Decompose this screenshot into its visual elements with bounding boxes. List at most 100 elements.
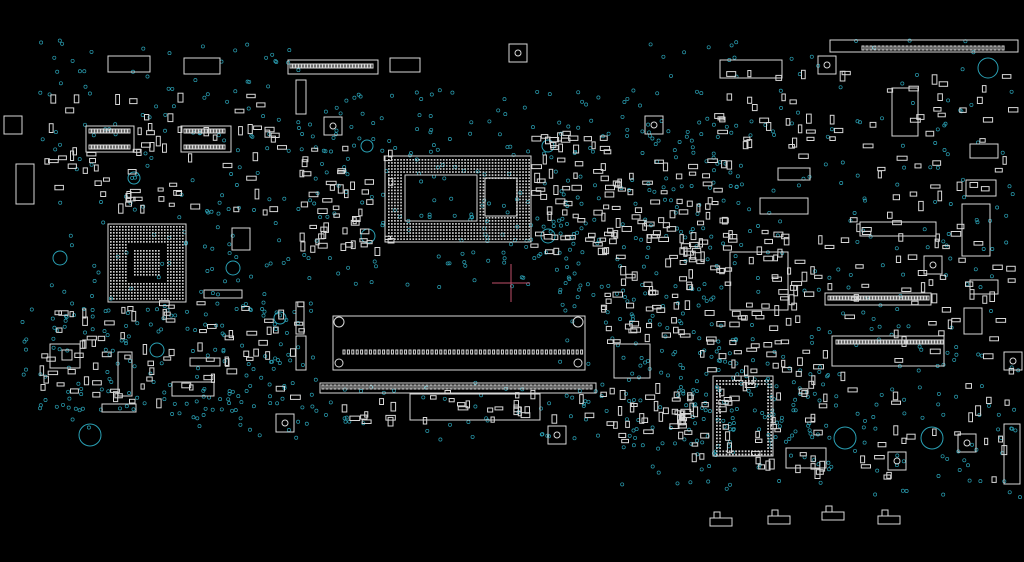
passive-component[interactable] xyxy=(886,88,894,93)
passive-component[interactable] xyxy=(932,160,942,166)
passive-component[interactable] xyxy=(928,321,937,326)
passive-component[interactable] xyxy=(799,452,807,457)
passive-component[interactable] xyxy=(892,391,899,401)
ic-vertical[interactable] xyxy=(891,87,919,137)
passive-component[interactable] xyxy=(642,180,653,185)
passive-component[interactable] xyxy=(920,282,926,293)
passive-component[interactable] xyxy=(97,335,106,342)
passive-component[interactable] xyxy=(629,172,634,180)
passive-component[interactable] xyxy=(70,388,79,394)
passive-component[interactable] xyxy=(883,474,892,480)
passive-component[interactable] xyxy=(317,242,328,249)
passive-component[interactable] xyxy=(530,389,536,400)
passive-component[interactable] xyxy=(761,229,769,235)
passive-component[interactable] xyxy=(360,242,368,248)
passive-component[interactable] xyxy=(129,188,141,194)
passive-component[interactable] xyxy=(719,217,729,224)
passive-component[interactable] xyxy=(69,311,74,318)
passive-component[interactable] xyxy=(104,320,115,326)
passive-component[interactable] xyxy=(893,329,899,339)
passive-component[interactable] xyxy=(748,375,754,385)
passive-component[interactable] xyxy=(212,134,218,141)
passive-component[interactable] xyxy=(573,172,578,179)
passive-component[interactable] xyxy=(726,442,733,454)
passive-component[interactable] xyxy=(531,190,542,196)
passive-component[interactable] xyxy=(795,315,801,323)
passive-component[interactable] xyxy=(746,347,758,352)
passive-component[interactable] xyxy=(1006,265,1016,272)
passive-component[interactable] xyxy=(270,135,276,143)
passive-component[interactable] xyxy=(619,390,626,400)
crystal-can[interactable] xyxy=(759,197,809,215)
passive-component[interactable] xyxy=(688,163,699,170)
passive-component[interactable] xyxy=(56,382,65,387)
passive-component[interactable] xyxy=(646,322,653,329)
passive-component[interactable] xyxy=(928,279,934,286)
passive-component[interactable] xyxy=(818,235,823,245)
passive-component[interactable] xyxy=(806,113,812,124)
small-connector[interactable] xyxy=(969,143,999,159)
passive-component[interactable] xyxy=(675,173,683,180)
passive-component[interactable] xyxy=(86,335,97,341)
passive-component[interactable] xyxy=(726,71,737,77)
passive-component[interactable] xyxy=(621,438,630,444)
passive-component[interactable] xyxy=(1007,278,1016,283)
passive-component[interactable] xyxy=(806,136,815,142)
passive-component[interactable] xyxy=(691,442,699,447)
passive-component[interactable] xyxy=(829,136,836,142)
passive-component[interactable] xyxy=(515,392,520,399)
passive-component[interactable] xyxy=(770,423,777,430)
passive-component[interactable] xyxy=(956,181,963,192)
passive-component[interactable] xyxy=(359,228,370,235)
passive-component[interactable] xyxy=(933,107,942,112)
passive-component[interactable] xyxy=(197,342,203,352)
resistor-array[interactable] xyxy=(189,357,221,367)
passive-component[interactable] xyxy=(162,308,167,320)
passive-component[interactable] xyxy=(771,416,776,424)
passive-component[interactable] xyxy=(358,208,363,217)
passive-component[interactable] xyxy=(301,159,308,168)
passive-component[interactable] xyxy=(810,266,815,275)
passive-component[interactable] xyxy=(572,213,579,219)
passive-component[interactable] xyxy=(607,227,614,234)
passive-component[interactable] xyxy=(781,367,793,373)
passive-component[interactable] xyxy=(175,191,183,196)
passive-component[interactable] xyxy=(169,182,178,187)
ic-small[interactable] xyxy=(231,227,251,251)
passive-component[interactable] xyxy=(691,247,702,254)
passive-component[interactable] xyxy=(748,256,754,265)
passive-component[interactable] xyxy=(118,203,124,214)
passive-component[interactable] xyxy=(190,203,201,210)
test-point-square[interactable] xyxy=(644,115,664,135)
passive-component[interactable] xyxy=(746,302,753,308)
passive-component[interactable] xyxy=(686,200,693,207)
passive-component[interactable] xyxy=(543,234,553,240)
passive-component[interactable] xyxy=(707,367,717,373)
passive-component[interactable] xyxy=(550,145,559,150)
passive-component[interactable] xyxy=(591,141,596,150)
passive-component[interactable] xyxy=(494,406,504,411)
passive-component[interactable] xyxy=(853,294,860,302)
passive-component[interactable] xyxy=(65,107,75,114)
passive-component[interactable] xyxy=(124,354,131,360)
passive-component[interactable] xyxy=(707,197,713,205)
passive-component[interactable] xyxy=(840,371,846,382)
passive-component[interactable] xyxy=(998,435,1003,443)
passive-component[interactable] xyxy=(579,394,584,405)
passive-component[interactable] xyxy=(793,285,799,297)
passive-component[interactable] xyxy=(390,401,397,412)
passive-component[interactable] xyxy=(277,145,287,150)
passive-component[interactable] xyxy=(734,375,742,381)
passive-component[interactable] xyxy=(360,414,368,420)
passive-component[interactable] xyxy=(620,278,627,286)
passive-component[interactable] xyxy=(662,407,669,415)
passive-component[interactable] xyxy=(780,296,790,301)
passive-component[interactable] xyxy=(364,179,375,185)
passive-component[interactable] xyxy=(422,417,428,425)
passive-component[interactable] xyxy=(687,392,693,402)
passive-component[interactable] xyxy=(840,237,850,243)
passive-component[interactable] xyxy=(918,200,924,212)
passive-component[interactable] xyxy=(149,367,155,375)
passive-component[interactable] xyxy=(89,158,96,164)
